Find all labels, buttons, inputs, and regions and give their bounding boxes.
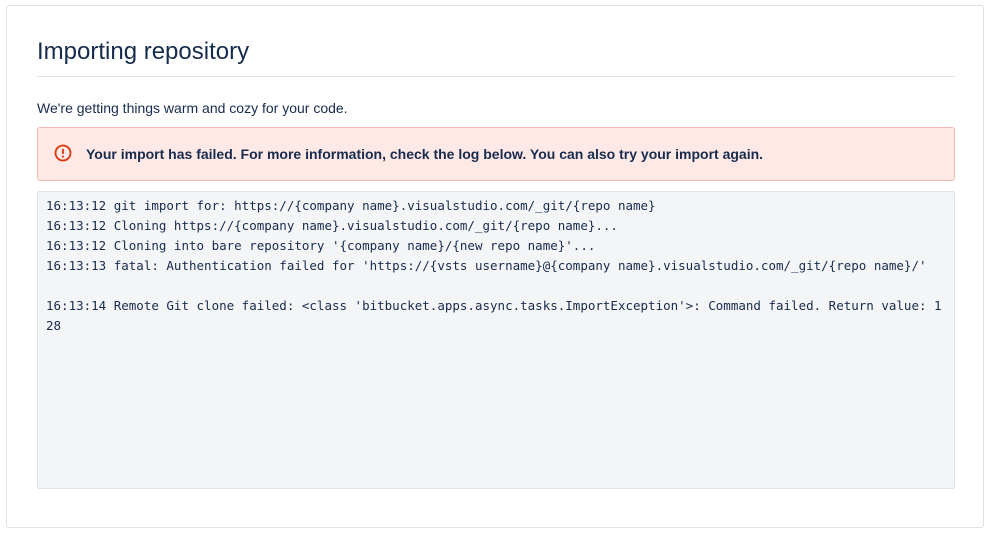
page-title: Importing repository <box>37 38 250 65</box>
log-line: 16:13:14 Remote Git clone failed: <class… <box>46 298 942 333</box>
title-divider <box>37 76 955 77</box>
log-line <box>46 276 946 296</box>
page-subtitle: We're getting things warm and cozy for y… <box>37 100 348 116</box>
error-alert: Your import has failed. For more informa… <box>37 127 955 181</box>
error-message: Your import has failed. For more informa… <box>86 146 764 162</box>
log-line: 16:13:12 Cloning into bare repository '{… <box>46 238 596 253</box>
log-line: 16:13:13 fatal: Authentication failed fo… <box>46 258 927 273</box>
import-card: Importing repository We're getting thing… <box>6 5 984 528</box>
log-line: 16:13:12 git import for: https://{compan… <box>46 198 656 213</box>
error-icon <box>54 144 72 162</box>
import-log[interactable]: 16:13:12 git import for: https://{compan… <box>37 191 955 489</box>
log-line: 16:13:12 Cloning https://{company name}.… <box>46 218 618 233</box>
